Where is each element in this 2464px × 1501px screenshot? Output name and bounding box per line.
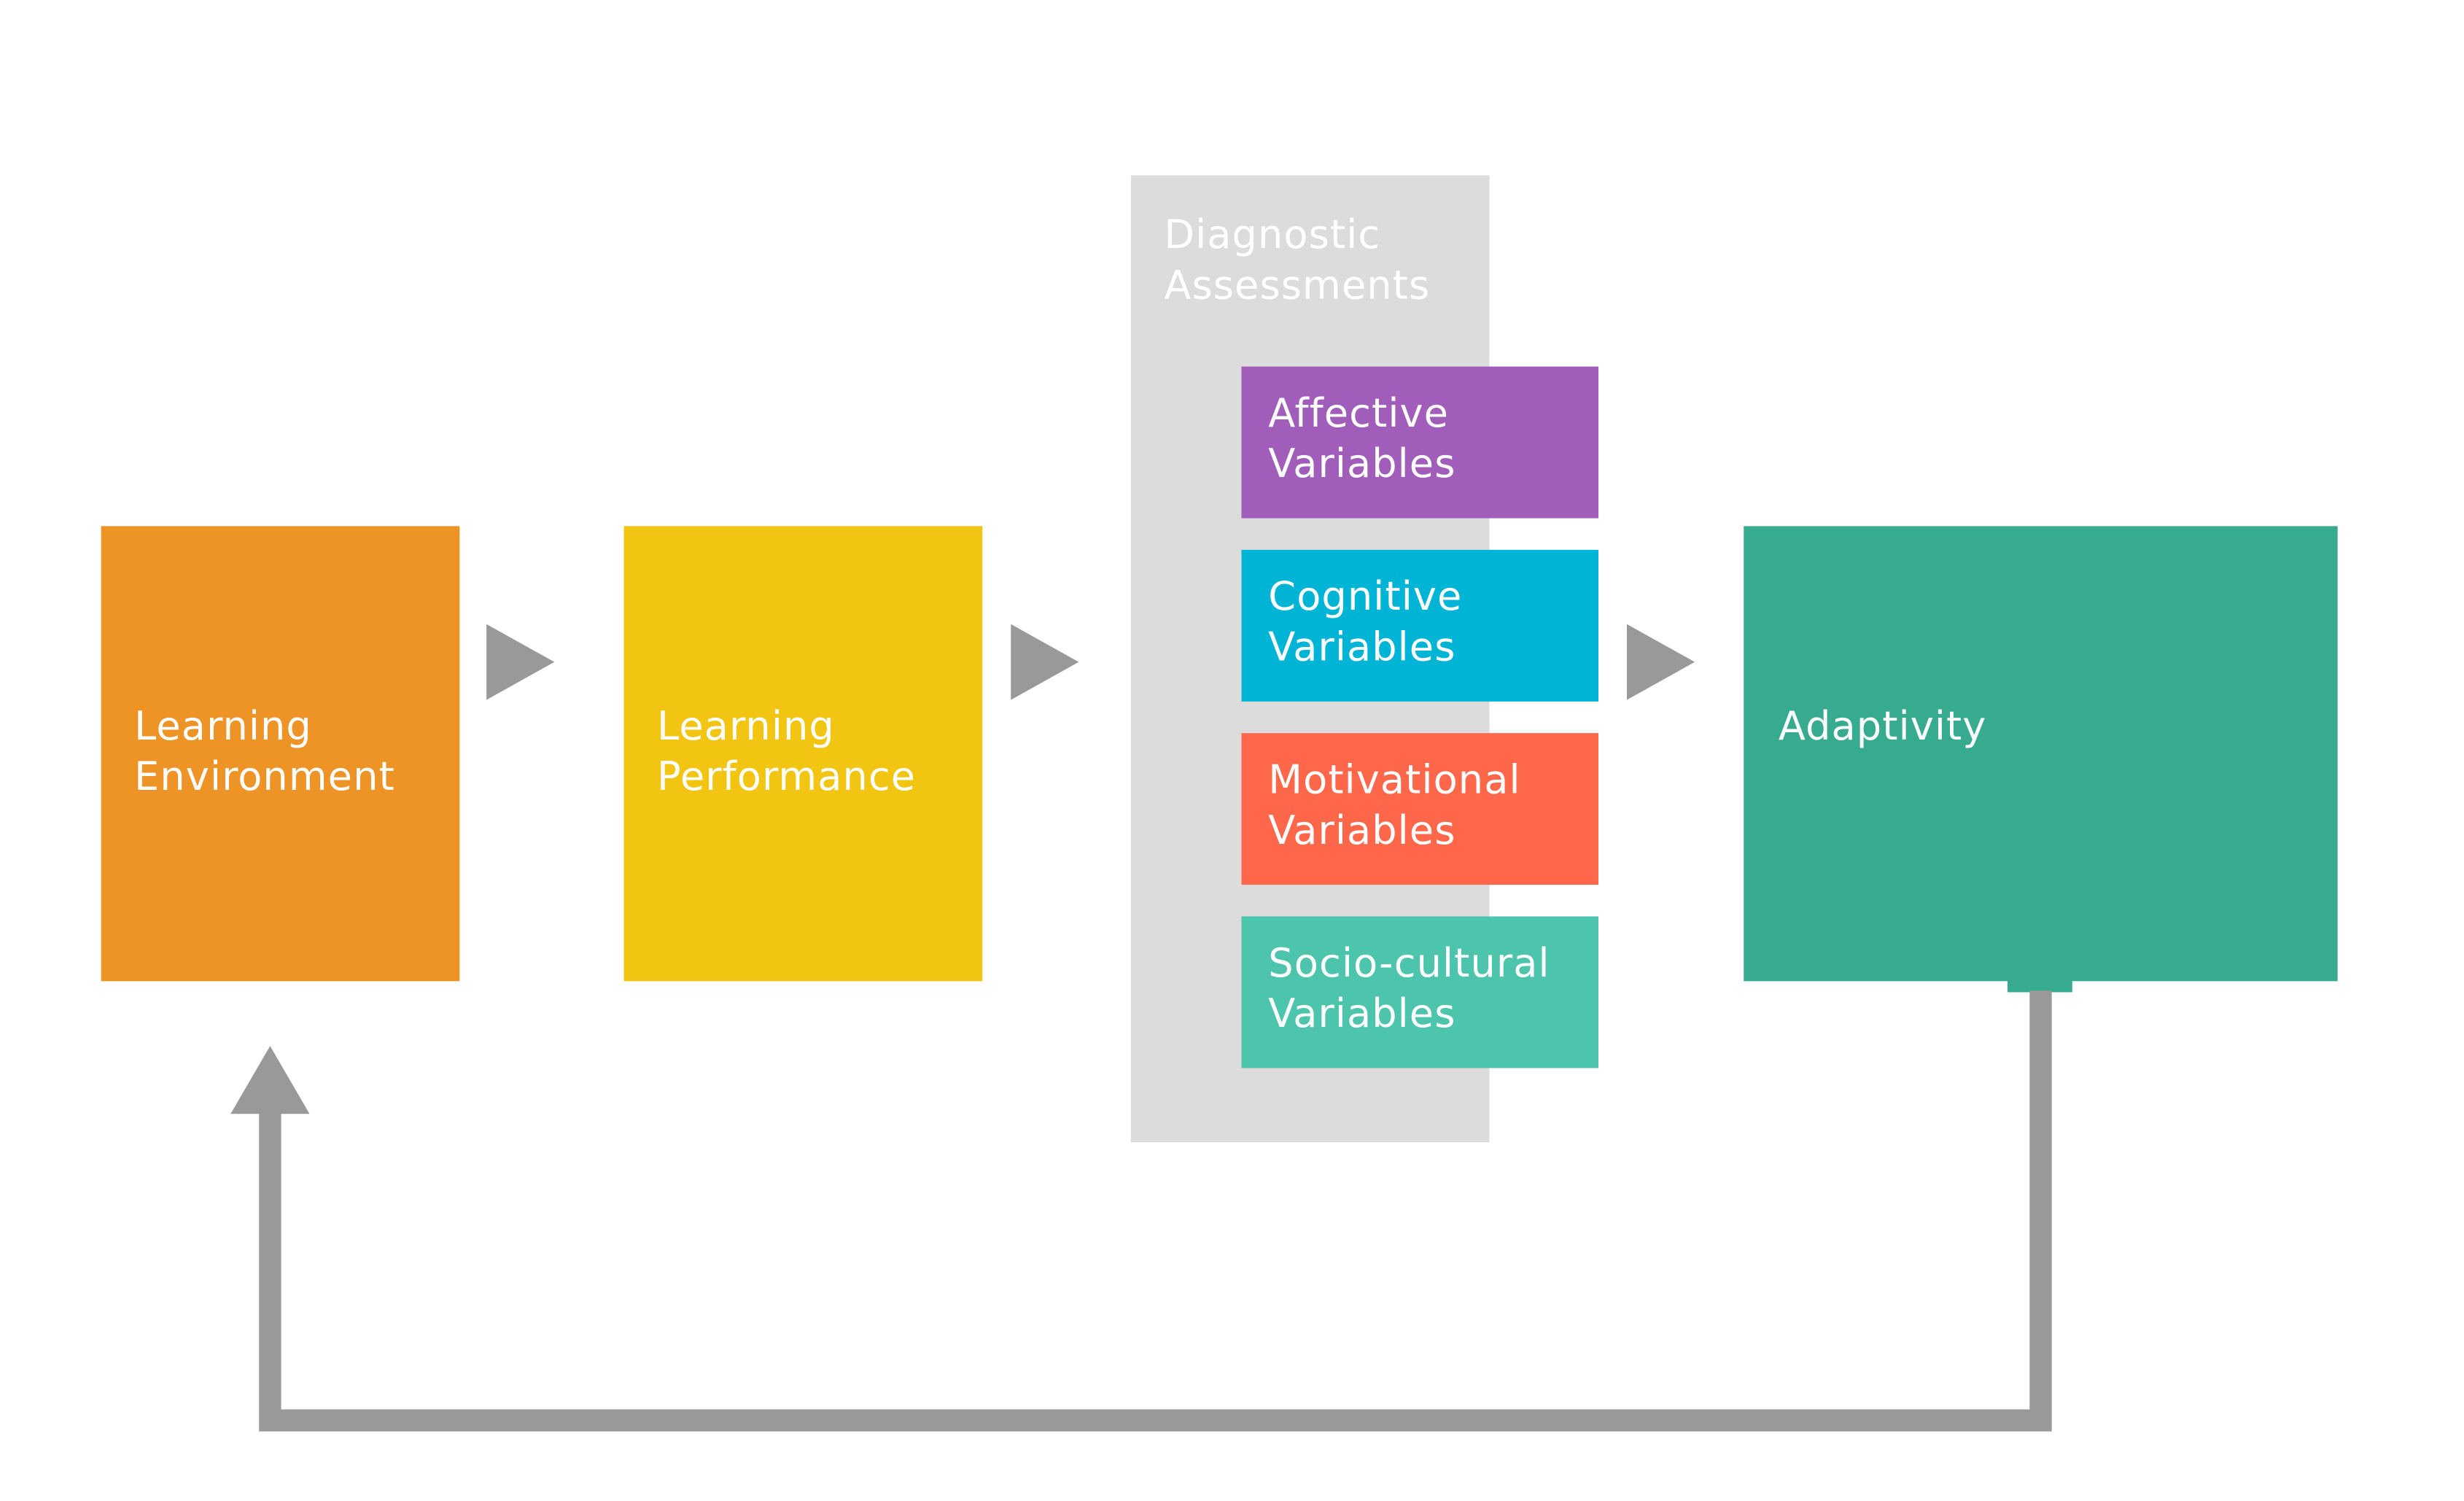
feedback-loop-line	[259, 990, 2052, 1432]
cognitive-variables-label: Cognitive Variables	[1268, 573, 1463, 670]
learning-performance-label: Learning Performance	[657, 703, 917, 800]
triangle-right-icon	[1011, 624, 1079, 700]
affective-variables-label: Affective Variables	[1268, 390, 1456, 487]
affective-variables-box: Affective Variables	[1241, 366, 1598, 519]
adaptivity-box: Adaptivity	[1744, 526, 2338, 982]
sociocultural-variables-label: Socio-cultural Variables	[1268, 939, 1550, 1037]
triangle-right-icon	[1626, 624, 1695, 700]
arrow-up-icon	[230, 1046, 310, 1114]
triangle-right-icon	[486, 624, 555, 700]
learning-performance-box: Learning Performance	[623, 526, 983, 982]
learning-environment-label: Learning Environment	[134, 703, 395, 800]
learning-environment-box: Learning Environment	[101, 526, 460, 982]
diagnostic-assessments-label: Diagnostic Assessments	[1164, 212, 1431, 309]
motivational-variables-label: Motivational Variables	[1268, 756, 1521, 853]
motivational-variables-box: Motivational Variables	[1241, 733, 1598, 885]
adaptivity-label: Adaptivity	[1778, 703, 1987, 749]
cognitive-variables-box: Cognitive Variables	[1241, 549, 1598, 702]
sociocultural-variables-box: Socio-cultural Variables	[1241, 916, 1598, 1068]
